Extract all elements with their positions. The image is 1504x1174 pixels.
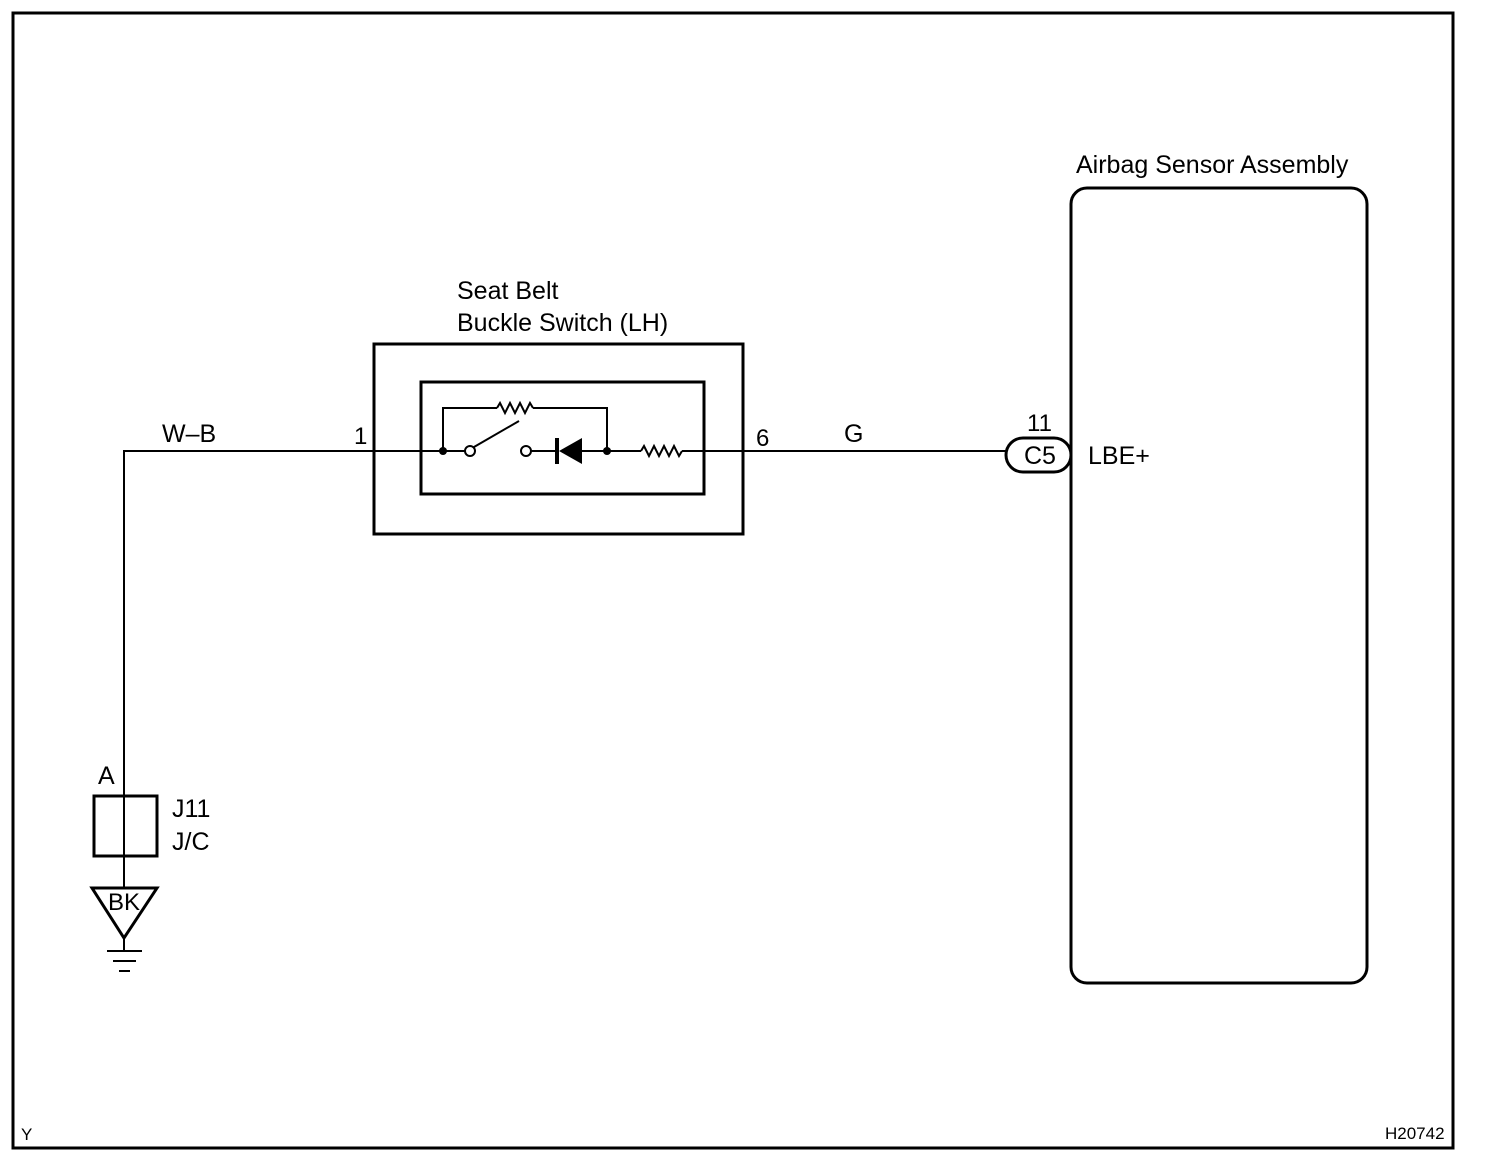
junction-type-label: J/C bbox=[172, 828, 210, 856]
terminal-lbe-plus-label: LBE+ bbox=[1088, 442, 1150, 470]
ground-symbol: BK bbox=[89, 886, 160, 972]
seat-belt-buckle-switch: Seat Belt Buckle Switch (LH) bbox=[372, 277, 745, 536]
airbag-sensor-box bbox=[1069, 186, 1369, 985]
corner-letter: Y bbox=[21, 1125, 32, 1144]
switch-pin-1-label: 1 bbox=[354, 423, 367, 450]
switch-outer-box bbox=[372, 342, 745, 536]
switch-junction-left bbox=[439, 447, 447, 455]
right-wire-color-label: G bbox=[844, 420, 863, 448]
connector-c5-label: C5 bbox=[1024, 442, 1056, 470]
series-resistor bbox=[640, 443, 683, 459]
switch-blade bbox=[473, 420, 520, 448]
connector-c5 bbox=[1004, 436, 1073, 474]
bypass-resistor bbox=[496, 400, 534, 416]
switch-title-line2: Buckle Switch (LH) bbox=[457, 309, 668, 337]
connector-pin-11-label: 11 bbox=[1027, 410, 1052, 437]
switch-inner-box bbox=[419, 380, 706, 496]
airbag-sensor-assembly: Airbag Sensor Assembly C5 11 LBE+ bbox=[1004, 151, 1369, 985]
diagram-frame bbox=[11, 11, 1455, 1150]
left-wire-color-label: W–B bbox=[162, 420, 216, 448]
switch-contact-2 bbox=[520, 445, 532, 457]
junction-connector-j11: A J11 J/C bbox=[92, 762, 210, 888]
left-wire: W–B 1 bbox=[123, 420, 421, 797]
switch-title-line1: Seat Belt bbox=[457, 277, 559, 305]
figure-code: H20742 bbox=[1385, 1124, 1445, 1143]
switch-internal-circuit bbox=[421, 400, 704, 464]
ground-wire-color-label: BK bbox=[108, 889, 140, 916]
airbag-sensor-title: Airbag Sensor Assembly bbox=[1076, 151, 1349, 179]
right-wire: 6 G bbox=[704, 420, 1009, 452]
diode-triangle bbox=[559, 438, 582, 464]
junction-name-label: J11 bbox=[172, 795, 210, 823]
junction-pin-a-label: A bbox=[98, 762, 115, 790]
switch-pin-6-label: 6 bbox=[756, 425, 769, 452]
junction-box bbox=[92, 794, 159, 858]
ground-triangle bbox=[89, 886, 160, 941]
switch-contact-1 bbox=[464, 445, 476, 457]
